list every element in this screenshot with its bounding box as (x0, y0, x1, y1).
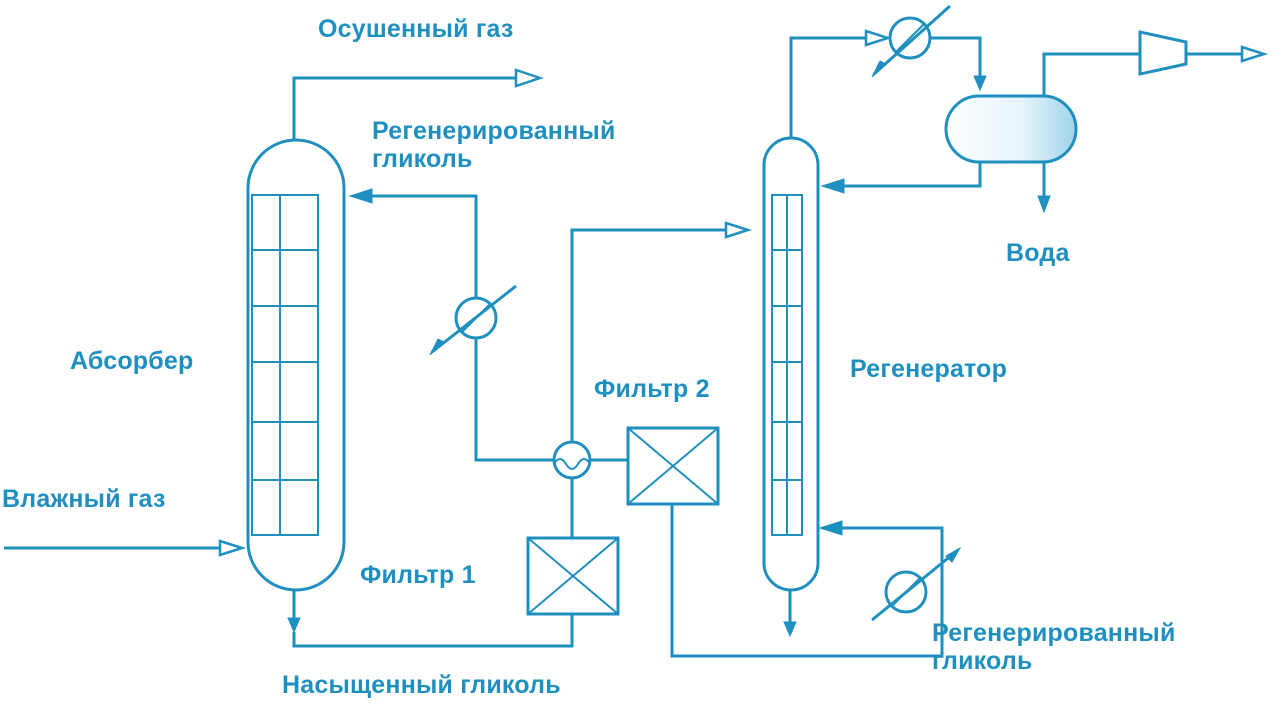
exchanger-to-regenerator-line (570, 221, 753, 442)
reboiler-line (818, 520, 944, 612)
reflux-line (820, 162, 982, 194)
saturated-glycol-line (287, 590, 574, 648)
separator-vessel (944, 94, 1078, 164)
filter-2 (626, 426, 720, 506)
regen-glycol-top-label-line1: Регенерированный (372, 117, 616, 145)
filter1-label: Фильтр 1 (360, 561, 476, 589)
condenser (871, 4, 952, 78)
reboiler-heater (871, 546, 962, 622)
overhead-vapor-line (789, 29, 893, 138)
regen-glycol-top-label-line2: гликоль (372, 145, 473, 173)
regen-glycol-bottom-label-line2: гликоль (932, 647, 1033, 675)
absorber-column (246, 138, 346, 592)
dried-gas-line (292, 68, 544, 140)
saturated-glycol-label: Насыщенный гликоль (282, 671, 561, 699)
regen-glycol-bottom-label-line1: Регенерированный (932, 619, 1176, 647)
compressor (1138, 30, 1188, 76)
wet-gas-line (4, 539, 247, 557)
wet-gas-label: Влажный газ (2, 485, 166, 513)
heat-exchanger-center (552, 440, 592, 480)
water-label: Вода (1006, 239, 1070, 267)
regenerated-glycol-return-line (348, 188, 554, 462)
regenerator-bottom-outlet (783, 590, 797, 638)
filter-1 (526, 536, 620, 616)
regenerator-column (762, 136, 820, 592)
condenser-to-separator-line (930, 36, 987, 92)
cooler-return (429, 284, 517, 356)
separator-gas-line (1042, 52, 1140, 96)
absorber-label: Абсорбер (70, 347, 194, 375)
filter2-to-regenerator-bottom-line (670, 504, 944, 658)
regenerator-label: Регенератор (850, 355, 1008, 383)
water-outlet-line (1037, 162, 1051, 214)
filter2-label: Фильтр 2 (594, 375, 710, 403)
dried-gas-label: Осушенный газ (318, 15, 514, 43)
compressor-outlet-line (1186, 45, 1269, 63)
